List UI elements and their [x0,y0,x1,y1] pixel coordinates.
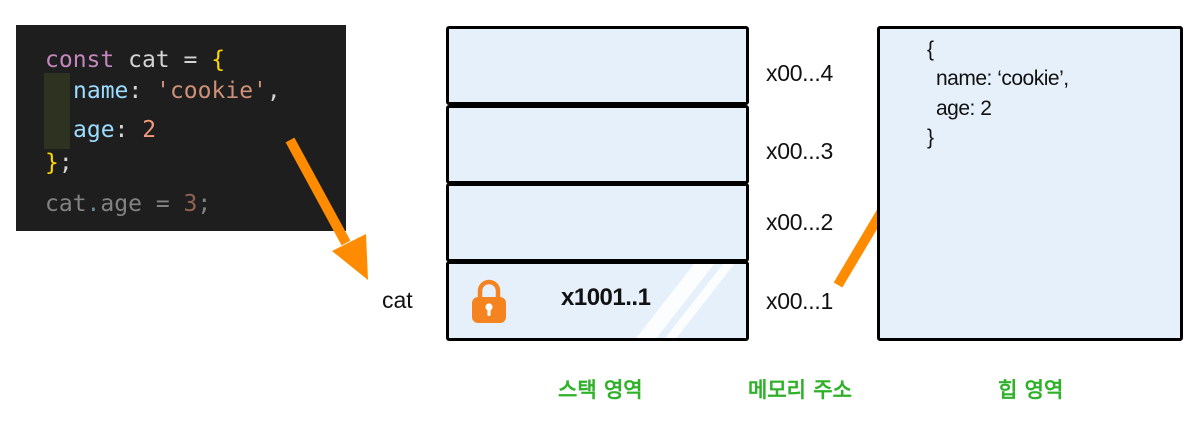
code-operator: = [155,191,170,217]
heap-line: } [927,126,934,149]
pointer-value: x1001..1 [561,284,651,311]
lock-icon [472,279,506,323]
heap-line: { [927,38,934,61]
code-semicolon: ; [58,150,73,176]
code-line-5: cat.age = 3; [45,186,211,222]
code-brace: { [211,47,226,73]
code-keyword: const [45,47,115,73]
code-comma: , [266,78,281,104]
heap-object-box: { name: ‘cookie’, age: 2 } [877,26,1183,341]
code-operator: = [183,47,198,73]
code-colon: : [128,78,143,104]
address-label: x00...1 [766,288,833,314]
code-colon: : [114,117,129,143]
stack-area-caption: 스택 영역 [558,378,643,402]
address-label: x00...3 [766,138,833,164]
heap-line: age: 2 [936,97,992,120]
code-number: 3 [183,191,198,217]
code-brace: } [45,150,59,176]
indent-guide [44,73,70,149]
code-line-3: age: 2 [73,112,156,148]
code-semicolon: ; [197,191,212,217]
code-line-2: name: 'cookie', [73,73,281,109]
code-property: age [100,191,142,217]
code-line-4: }; [45,145,73,181]
variable-name: cat [382,287,413,313]
code-identifier: cat [128,47,170,73]
heap-line: name: ‘cookie’, [936,67,1069,90]
code-property: age [73,117,115,143]
stack-cell-4 [446,26,749,105]
code-snippet: const cat = { name: 'cookie', age: 2 }; … [16,25,346,231]
code-dot: . [86,191,101,217]
code-line-1: const cat = { [45,42,225,78]
stack-cell-1: x1001..1 [446,261,749,341]
code-identifier: cat [45,191,87,217]
code-property: name [73,78,129,104]
code-string: 'cookie' [156,78,267,104]
memory-address-caption: 메모리 주소 [748,378,852,402]
heap-area-caption: 힙 영역 [998,378,1064,402]
code-number: 2 [142,117,157,143]
stack-cell-3 [446,105,749,184]
stack-cell-2 [446,183,749,262]
address-label: x00...4 [766,60,833,86]
address-label: x00...2 [766,209,833,235]
